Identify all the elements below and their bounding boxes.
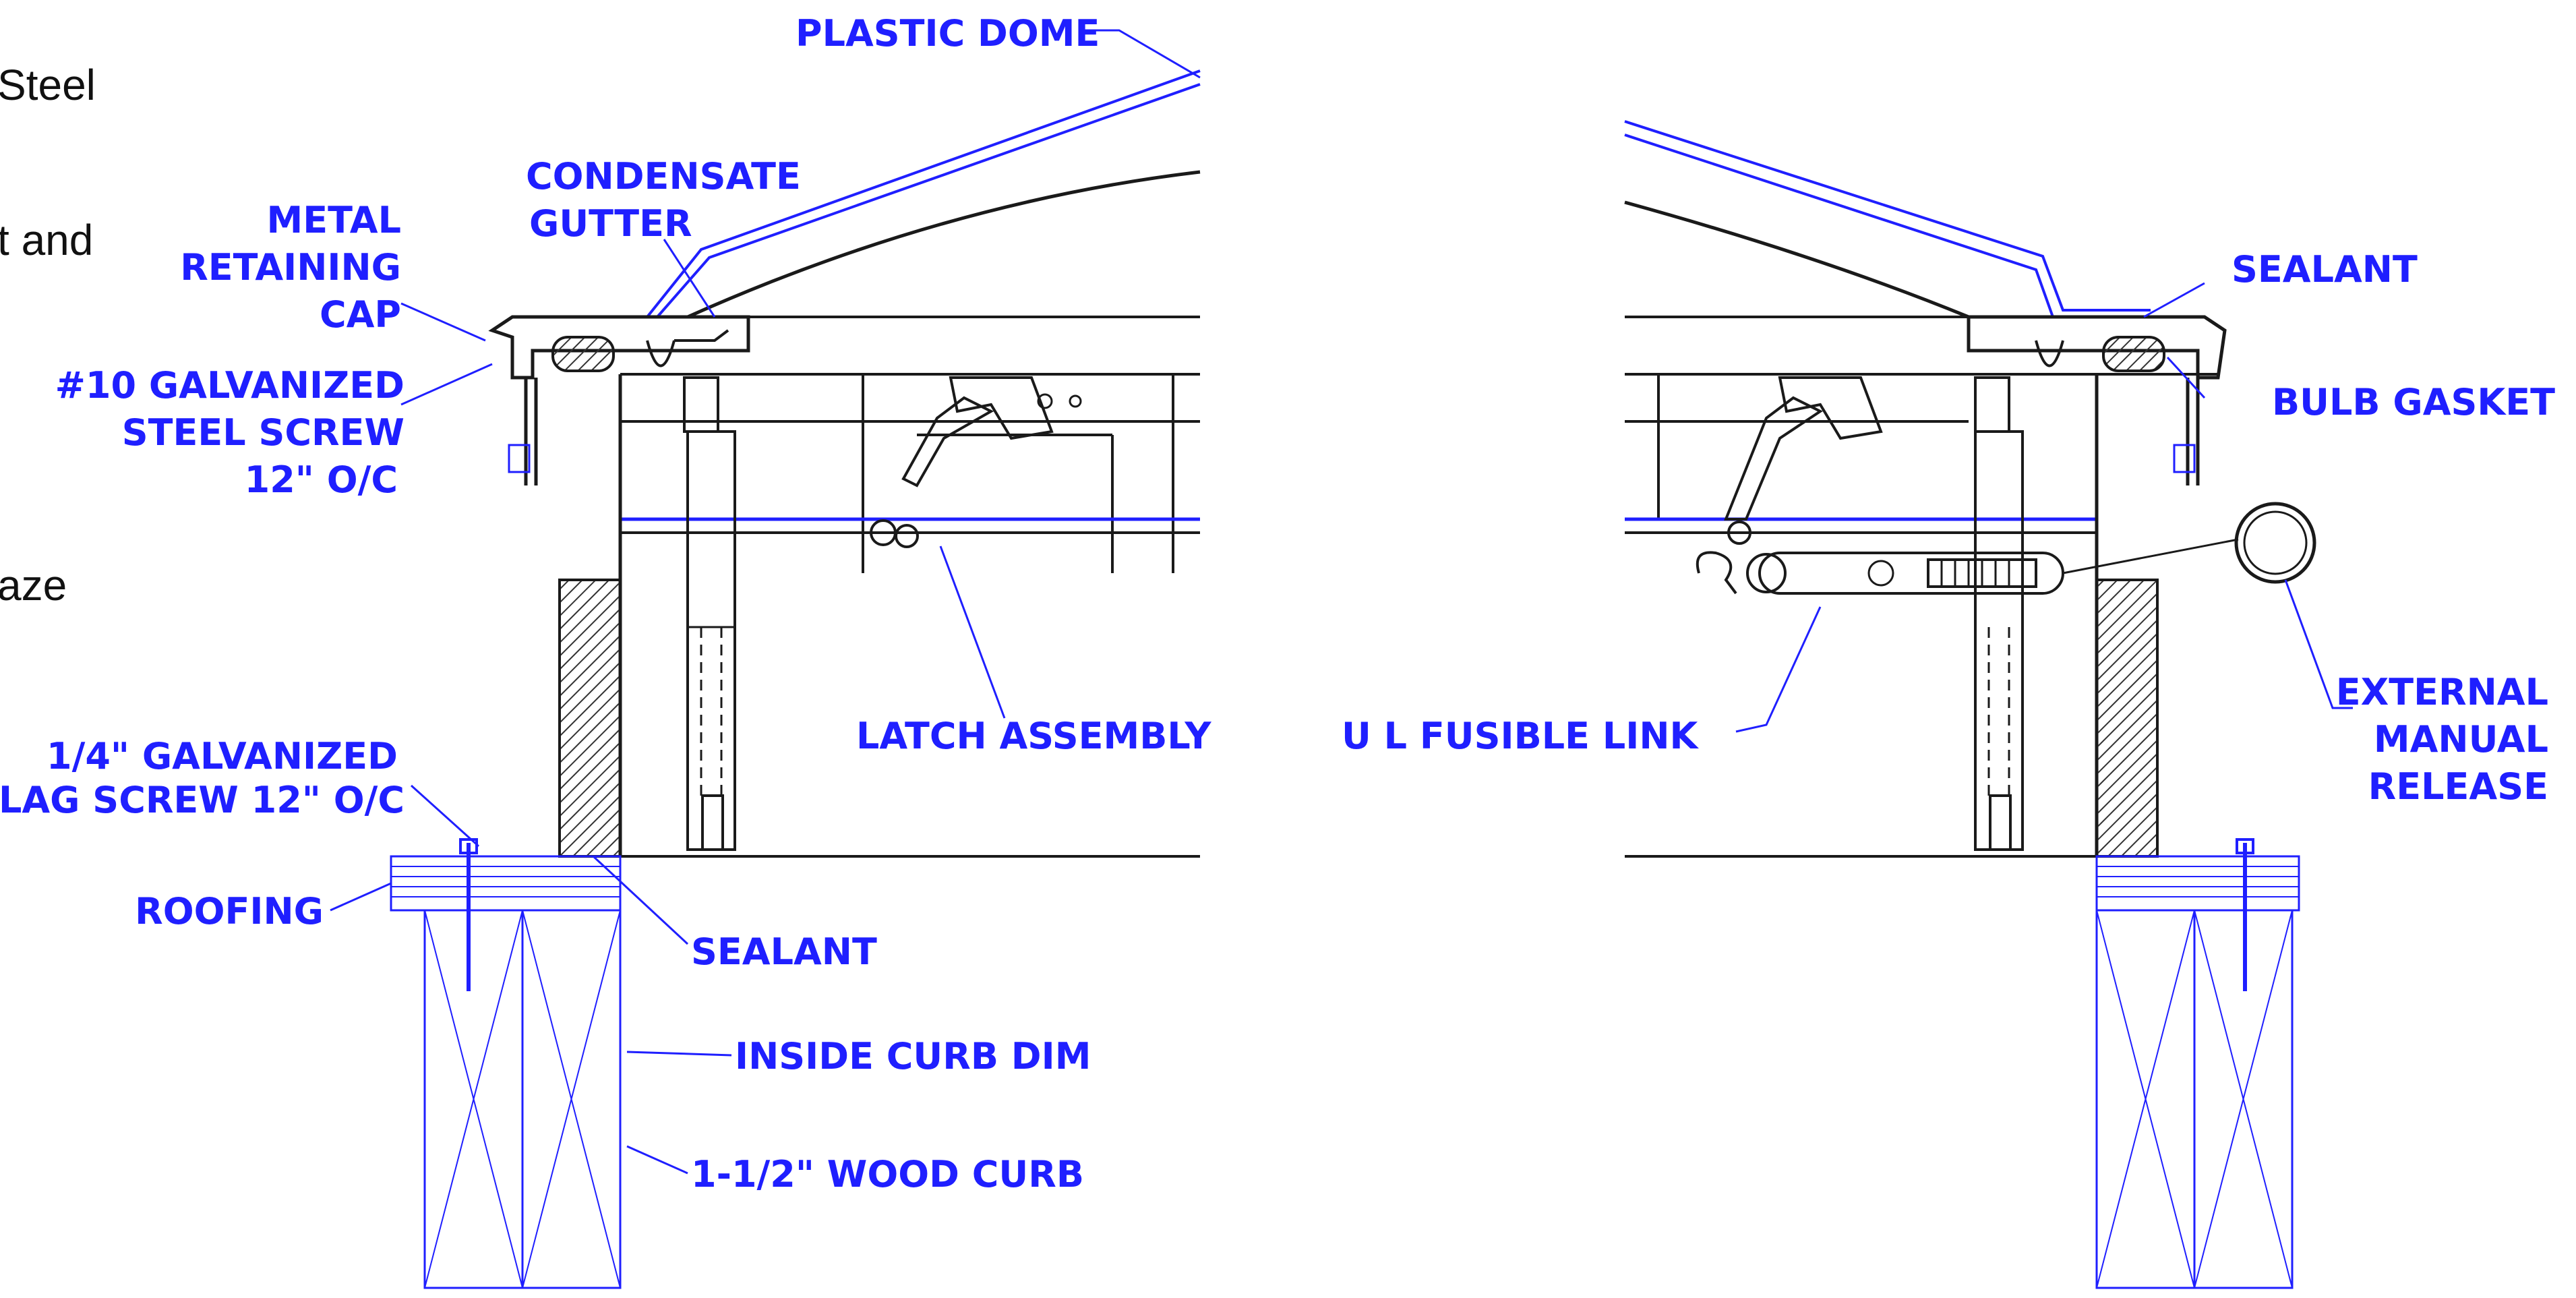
label-screw-3: 12" O/C [245,459,398,501]
label-roofing: ROOFING [135,890,324,933]
label-condensate-gutter-2: GUTTER [529,202,692,245]
label-metal-cap-3: CAP [320,293,401,336]
right-dome-arc [1624,200,1969,319]
label-external-3: RELEASE [2368,765,2548,808]
left-dome-arc [686,170,1201,319]
label-external-2: MANUAL [2374,718,2548,761]
label-metal-cap-1: METAL [267,199,401,241]
right-latch [1724,396,1823,521]
right-section [1624,120,2316,1289]
left-retaining-cap [488,315,750,380]
label-screw-2: STEEL SCREW [122,411,405,454]
label-fusible-link: U L FUSIBLE LINK [1342,715,1700,757]
label-inside-curb-dim: INSIDE CURB DIM [735,1035,1091,1078]
label-sealant-left: SEALANT [691,931,877,973]
side-text-line3: aze [0,561,67,610]
external-release-ring [2234,502,2316,584]
left-latch [901,396,994,488]
left-dome-blue [646,69,1201,318]
label-lag-screw-1: 1/4" GALVANIZED [47,735,398,777]
left-wood-nailer [558,579,622,858]
left-bulb-gasket [551,336,615,372]
label-plastic-dome: PLASTIC DOME [796,12,1100,55]
label-wood-curb: 1-1/2" WOOD CURB [691,1153,1084,1196]
left-roofing [390,855,622,912]
label-external-1: EXTERNAL [2336,671,2548,713]
right-roofing [2095,855,2300,912]
label-sealant-right: SEALANT [2231,248,2418,291]
right-wood-nailer [2095,579,2159,858]
right-dome-blue [1624,120,2151,312]
fusible-link [1696,551,1737,595]
leader-lines [330,29,2353,1175]
side-text-line2: t and [0,216,93,264]
label-lag-screw-2: LAG SCREW 12" O/C [0,779,405,821]
side-text-line1: Steel [0,61,96,109]
label-bulb-gasket: BULB GASKET [2272,381,2555,423]
right-gas-spring [1974,430,2024,851]
label-metal-cap-2: RETAINING [180,246,401,289]
label-condensate-gutter-1: CONDENSATE [526,155,801,198]
left-gas-spring [686,430,736,851]
left-section [390,69,1201,1289]
label-screw-1: #10 GALVANIZED [55,364,405,407]
label-latch-assembly: LATCH ASSEMBLY [856,715,1211,757]
right-bulb-gasket [2102,336,2165,372]
right-retaining-cap [1967,315,2227,380]
annotation-labels: PLASTIC DOME CONDENSATE GUTTER METAL RET… [0,12,2555,1196]
